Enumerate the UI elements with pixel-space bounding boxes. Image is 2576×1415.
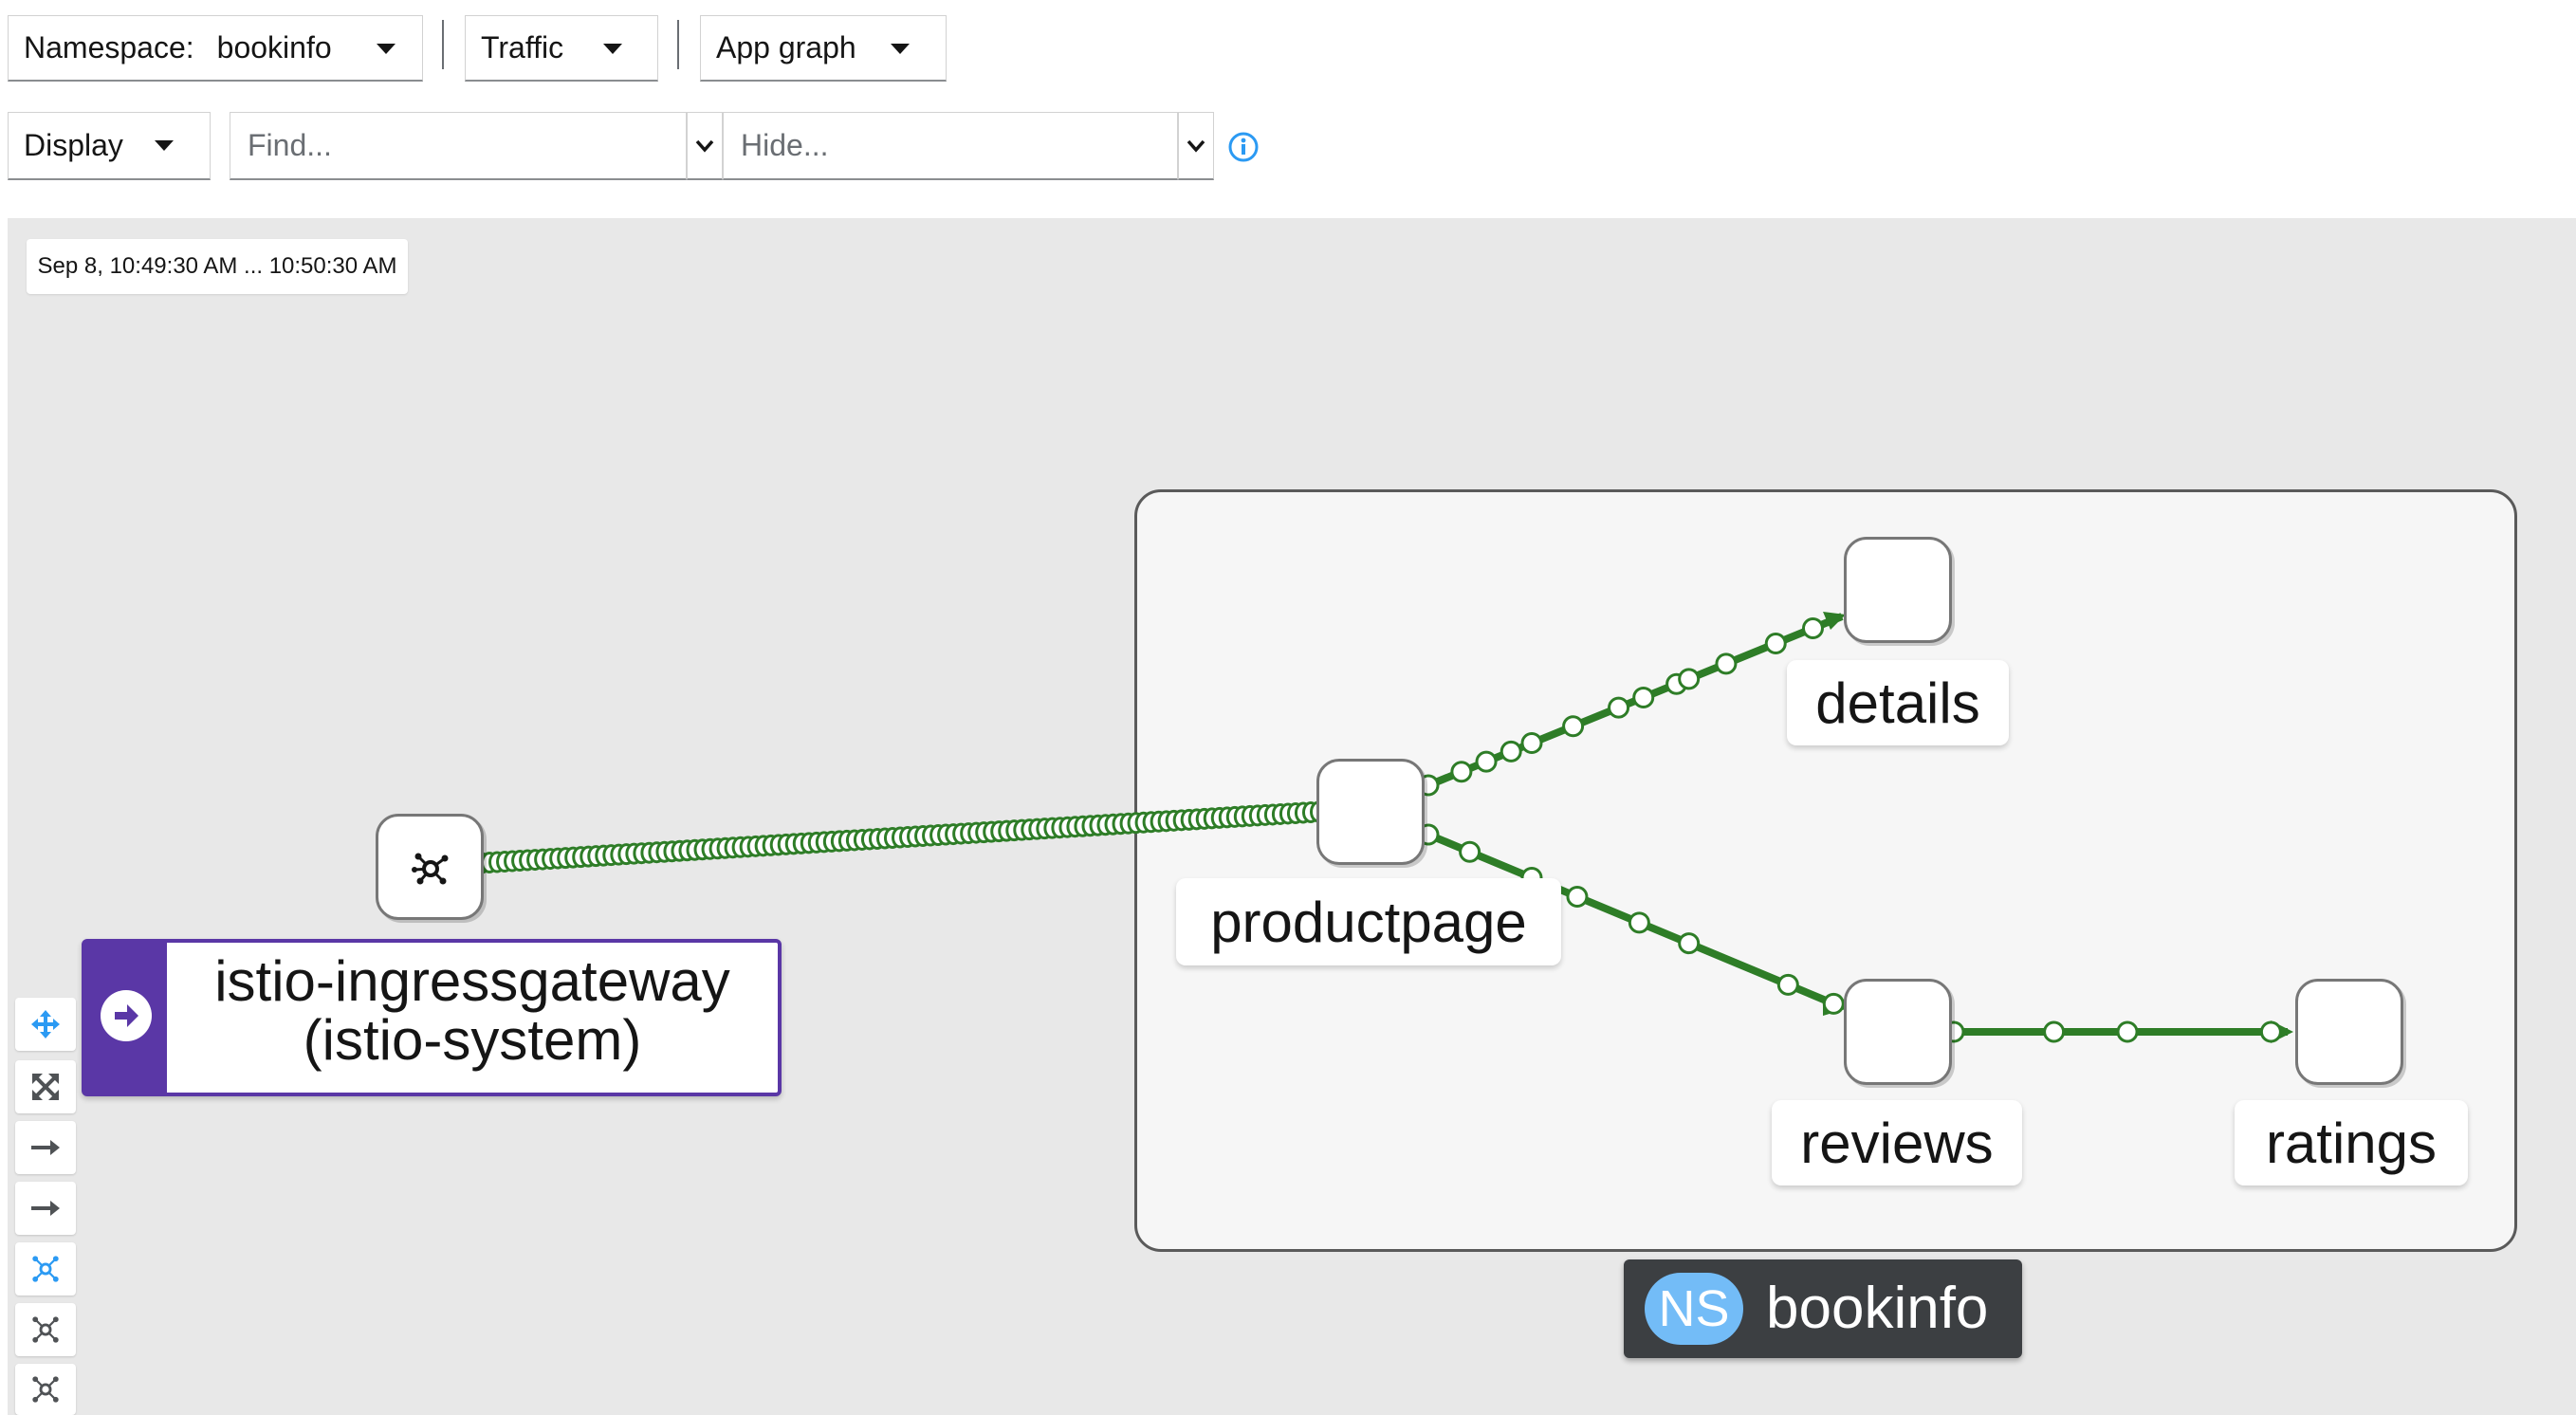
traffic-dot bbox=[1632, 686, 1655, 708]
graph-type-label: App graph bbox=[716, 30, 856, 64]
graph-type-dropdown[interactable]: App graph bbox=[700, 15, 947, 82]
traffic-dot bbox=[1715, 652, 1738, 675]
ratings-node[interactable] bbox=[2295, 979, 2403, 1085]
graph-layout-icon bbox=[32, 1256, 59, 1282]
pan-button[interactable] bbox=[15, 998, 76, 1051]
gateway-node[interactable] bbox=[376, 814, 484, 920]
namespace-dropdown[interactable]: Namespace: bookinfo bbox=[8, 15, 423, 82]
chevron-down-icon bbox=[695, 139, 714, 153]
traffic-dot bbox=[1678, 668, 1701, 690]
graph-layout-2-button[interactable] bbox=[15, 1303, 76, 1356]
toolbar-divider bbox=[677, 20, 679, 69]
caret-down-icon bbox=[377, 44, 396, 54]
graph-layout-3-button[interactable] bbox=[15, 1364, 76, 1415]
traffic-dot bbox=[1801, 616, 1824, 639]
traffic-dot bbox=[1822, 992, 1845, 1015]
namespace-label: Namespace: bbox=[24, 30, 194, 64]
traffic-dot bbox=[1608, 696, 1630, 719]
layout-arrow-2-button[interactable] bbox=[15, 1182, 76, 1235]
layout-arrow-icon bbox=[31, 1140, 60, 1155]
traffic-dot bbox=[1450, 761, 1473, 783]
gateway-name: istio-ingressgateway bbox=[214, 949, 730, 1013]
traffic-dot bbox=[1628, 911, 1650, 934]
traffic-dot bbox=[1459, 840, 1481, 863]
traffic-dropdown[interactable]: Traffic bbox=[465, 15, 658, 82]
traffic-dot bbox=[1764, 632, 1787, 654]
find-placeholder: Find... bbox=[248, 128, 332, 162]
display-label: Display bbox=[24, 128, 123, 162]
gateway-namespace: (istio-system) bbox=[303, 1008, 642, 1072]
caret-down-icon bbox=[891, 44, 910, 54]
hide-placeholder: Hide... bbox=[741, 128, 829, 162]
chevron-down-icon bbox=[1187, 139, 1205, 153]
namespace-badge: NS bbox=[1645, 1273, 1743, 1345]
details-label: details bbox=[1787, 660, 2009, 745]
graph-layout-2-icon bbox=[32, 1316, 59, 1343]
gateway-label: istio-ingressgateway (istio-system) bbox=[82, 939, 782, 1096]
reviews-label: reviews bbox=[1772, 1100, 2022, 1185]
layout-arrow-2-icon bbox=[31, 1201, 60, 1216]
hide-input[interactable]: Hide... bbox=[723, 112, 1178, 180]
find-input[interactable]: Find... bbox=[230, 112, 687, 180]
fit-icon bbox=[32, 1074, 59, 1100]
pan-icon bbox=[31, 1010, 60, 1038]
traffic-dot bbox=[1500, 740, 1522, 763]
hide-history-button[interactable] bbox=[1178, 112, 1214, 180]
traffic-dot bbox=[1520, 732, 1543, 754]
details-node[interactable] bbox=[1844, 537, 1952, 643]
graph-layout-button[interactable] bbox=[15, 1242, 76, 1296]
traffic-dot bbox=[1678, 932, 1701, 955]
ratings-label: ratings bbox=[2235, 1100, 2468, 1185]
toolbar-divider bbox=[442, 20, 444, 69]
traffic-dot bbox=[2043, 1020, 2066, 1043]
graph-layout-3-icon bbox=[32, 1376, 59, 1403]
traffic-label: Traffic bbox=[481, 30, 564, 64]
traffic-dot bbox=[1566, 886, 1589, 909]
arrow-right-icon bbox=[101, 990, 152, 1041]
caret-down-icon bbox=[603, 44, 622, 54]
namespace-tag: NS bookinfo bbox=[1624, 1259, 2022, 1358]
fit-button[interactable] bbox=[15, 1060, 76, 1113]
traffic-dot bbox=[1562, 715, 1585, 738]
namespace-name: bookinfo bbox=[1766, 1276, 1989, 1341]
info-icon[interactable] bbox=[1227, 131, 1260, 163]
display-dropdown[interactable]: Display bbox=[8, 112, 211, 180]
productpage-label: productpage bbox=[1176, 878, 1561, 965]
traffic-dot bbox=[2259, 1020, 2282, 1043]
namespace-value: bookinfo bbox=[216, 30, 332, 64]
traffic-dot bbox=[2116, 1020, 2139, 1043]
productpage-node[interactable] bbox=[1316, 759, 1425, 865]
time-range-label: Sep 8, 10:49:30 AM ... 10:50:30 AM bbox=[27, 239, 408, 294]
traffic-dot bbox=[1475, 750, 1498, 773]
find-history-button[interactable] bbox=[687, 112, 723, 180]
layout-arrow-button[interactable] bbox=[15, 1121, 76, 1174]
reviews-node[interactable] bbox=[1844, 979, 1952, 1085]
caret-down-icon bbox=[155, 140, 174, 151]
traffic-dot bbox=[1776, 973, 1799, 996]
cluster-icon bbox=[412, 853, 449, 885]
